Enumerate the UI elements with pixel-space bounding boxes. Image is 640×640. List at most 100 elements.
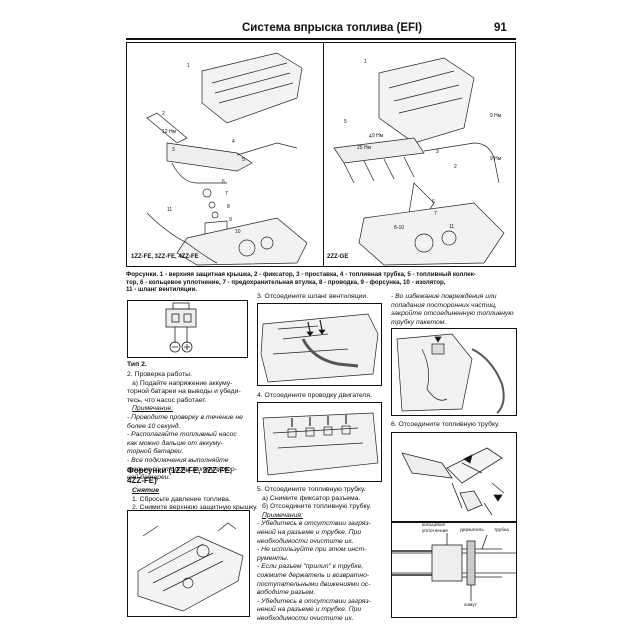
- note1-line-3: - Располагайте топливный насос: [127, 431, 237, 439]
- wiring-figure: [257, 402, 382, 482]
- label-ring-line-2: уплотнение: [422, 528, 448, 534]
- removal-step-2: 2. Снимите верхнюю защитную крышку.: [132, 504, 258, 512]
- exploded-drawing-right: 1 5 4 3 2 6 7 8-10 11: [333, 57, 505, 266]
- figure-caption: Форсунки. 1 - верхняя защитная крышка, 2…: [126, 271, 518, 294]
- svg-text:4: 4: [232, 139, 235, 145]
- step2-block: 2. Проверка работы. а) Подайте напряжени…: [127, 371, 251, 483]
- step6-text: 6. Отсоедините топливную трубку.: [391, 421, 500, 428]
- step2a-line-2: торной батареи на выводы и убеди-: [127, 388, 241, 396]
- svg-text:4: 4: [369, 134, 372, 140]
- caption-line-1: Форсунки. 1 - верхняя защитная крышка, 2…: [126, 271, 476, 278]
- svg-text:1: 1: [364, 59, 367, 65]
- svg-text:3: 3: [172, 147, 175, 153]
- note1-line-6: - Все подключения выполняйте: [127, 456, 229, 464]
- notes-line-2: нений на разъеме и трубке. При: [257, 528, 362, 536]
- notes-line-5: рументы.: [257, 554, 289, 562]
- notes-title: Примечания:: [262, 511, 303, 519]
- svg-text:6: 6: [432, 199, 435, 205]
- label-ring: кольцевое уплотнение: [422, 523, 448, 534]
- svg-text:10: 10: [235, 229, 241, 235]
- bagged-pipe-drawing: [396, 333, 505, 414]
- note1-line-2: более 10 секунд.: [127, 422, 181, 430]
- svg-text:2: 2: [454, 164, 457, 170]
- bagged-pipe-figure: [391, 328, 517, 416]
- page-number: 91: [494, 22, 507, 34]
- step2-title: 2. Проверка работы.: [127, 371, 192, 378]
- note1-line-8: ной батареи.: [127, 474, 171, 482]
- step5-line-3: б) Отсоедините топливную трубку.: [262, 503, 372, 511]
- notes-line-1: - Убедитесь в отсутствии загряз-: [257, 520, 371, 528]
- fuel-pipe-figure: [391, 432, 517, 522]
- connector-figure: [127, 300, 248, 358]
- removal-block: Снятие 1. Сбросьте давление топлива. 2. …: [127, 487, 258, 513]
- warning-line-1: - Во избежание повреждения или: [391, 293, 497, 300]
- svg-text:11: 11: [167, 207, 172, 213]
- connector-caption: Тип 2.: [127, 361, 147, 368]
- vent-hose-drawing: [260, 313, 379, 383]
- engine-label-right: 2ZZ-GE: [327, 254, 349, 260]
- svg-text:8: 8: [227, 204, 230, 210]
- notes-line-10: - Убедитесь в отсутствии загряз-: [257, 597, 371, 605]
- note1-title: Примечание:: [132, 405, 174, 413]
- note1-line-7: только со стороны аккумулятор-: [127, 465, 237, 473]
- section-title-line-1: Форсунки (1ZZ-FE, 3ZZ-FE,: [127, 466, 233, 475]
- step5-block: 5. Отсоедините топливную трубку. а) Сним…: [257, 486, 387, 624]
- svg-text:3: 3: [436, 149, 439, 155]
- warning-line-2: попадания посторонних частиц,: [391, 301, 497, 309]
- notes-line-7: сожмите держатель и возвратно-: [257, 571, 370, 579]
- torque-label-9b: 9 Нм: [490, 113, 502, 119]
- svg-text:5: 5: [242, 157, 245, 163]
- label-clamp: хомут: [464, 603, 477, 608]
- notes-line-12: необходимости очистите их.: [257, 614, 354, 622]
- step2a-line-1: а) Подайте напряжение аккуму-: [132, 379, 233, 387]
- note1-line-4: как можно дальше от аккуму-: [127, 439, 223, 447]
- label-ring-line-1: кольцевое: [422, 523, 446, 528]
- svg-text:9: 9: [229, 217, 232, 223]
- svg-text:7: 7: [225, 191, 228, 197]
- svg-text:1: 1: [187, 63, 190, 69]
- svg-text:8-10: 8-10: [394, 225, 404, 231]
- step5-line-2: а) Снимите фиксатор разъема.: [262, 494, 361, 502]
- section-title: Форсунки (1ZZ-FE, 3ZZ-FE, 4ZZ-FE): [127, 466, 251, 485]
- torque-label-9: 9 Нм: [372, 133, 384, 139]
- step2a-line-3: тесь, что насос работает.: [127, 396, 207, 404]
- note1-line-5: торной батареи.: [127, 448, 184, 456]
- removal-title: Снятие: [132, 487, 159, 494]
- engine-label-left: 1ZZ-FE, 3ZZ-FE, 4ZZ-FE: [131, 254, 199, 260]
- label-holder: держатель: [460, 528, 484, 533]
- wiring-drawing: [262, 412, 379, 476]
- svg-text:6: 6: [222, 179, 225, 185]
- notes-line-6: - Если разъем "прилип" к трубке,: [257, 563, 364, 571]
- connector-drawing: [165, 302, 197, 353]
- svg-text:2: 2: [162, 111, 165, 117]
- figure-divider: [323, 43, 324, 266]
- notes-line-8: поступательными движениями ос-: [257, 580, 371, 588]
- notes-line-11: нений на разъеме и трубке. При: [257, 606, 362, 614]
- cover-drawing: [137, 522, 244, 612]
- warning-line-4: трубку пакетом.: [391, 318, 447, 326]
- torque-label-9c: 9 Нм: [490, 156, 502, 162]
- svg-text:7: 7: [434, 211, 437, 217]
- warning-line-3: закройте отсоединенную топливную: [391, 310, 514, 318]
- svg-text:5: 5: [344, 119, 347, 125]
- step3-text: 3. Отсоедините шланг вентиляции.: [257, 293, 369, 300]
- caption-line-2: тор, 6 - кольцевое уплотнение, 7 - предо…: [126, 278, 446, 286]
- vent-hose-figure: [257, 303, 382, 386]
- header-rule: [126, 38, 516, 40]
- page-title: Система впрыска топлива (EFI): [242, 22, 423, 34]
- caption-line-3: 11 - шланг вентиляции.: [126, 286, 198, 294]
- notes-line-4: - Не используйте при этом инст-: [257, 546, 367, 554]
- pipe-diagram-figure: кольцевое уплотнение держатель трубка хо…: [391, 522, 517, 618]
- fuel-pipe-drawing: [401, 447, 505, 516]
- note1-line-1: - Проводите проверку в течение не: [127, 413, 243, 421]
- step5-line-1: 5. Отсоедините топливную трубку.: [257, 486, 366, 493]
- warning-block: - Во избежание повреждения или попадания…: [391, 293, 519, 327]
- notes-line-9: вободите разъем.: [257, 589, 316, 597]
- pipe-diagram-drawing: [392, 533, 516, 601]
- cover-figure: [127, 510, 250, 617]
- svg-text:11: 11: [449, 224, 454, 230]
- removal-step-1: 1. Сбросьте давление топлива.: [132, 495, 231, 503]
- step4-text: 4. Отсоедините проводку двигателя.: [257, 392, 372, 399]
- section-title-line-2: 4ZZ-FE): [127, 475, 157, 485]
